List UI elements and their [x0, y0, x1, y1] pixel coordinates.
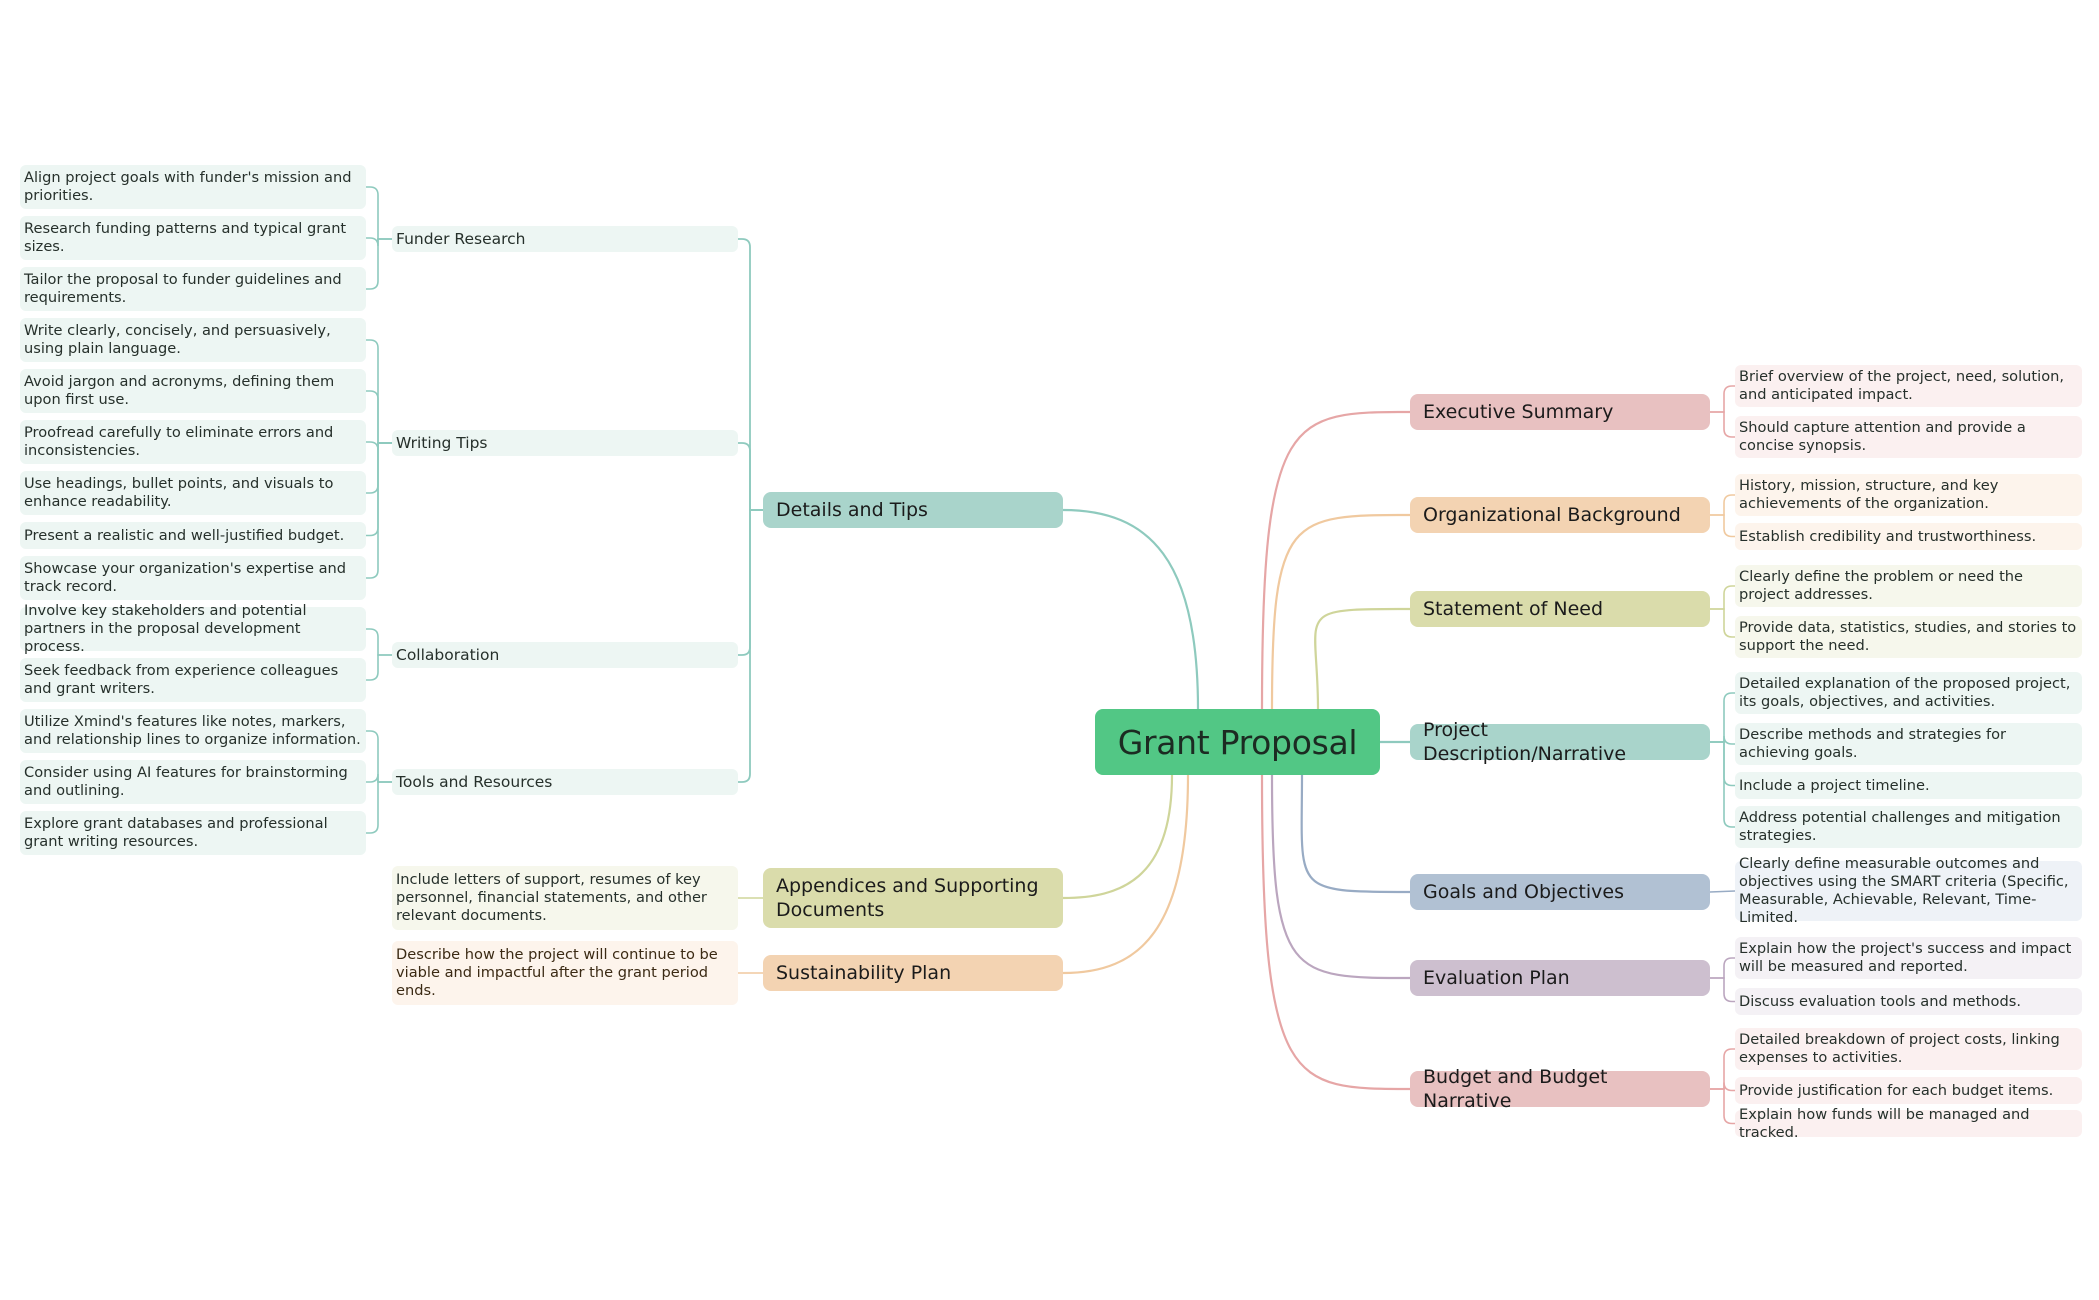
leaf-tools-1-link	[365, 730, 393, 783]
subtopic-need-2[interactable]: Provide data, statistics, studies, and s…	[1735, 616, 2082, 658]
subtopic-writing-tips[interactable]: Writing Tips	[392, 430, 738, 456]
leaf-writing-tips-6[interactable]: Showcase your organization's expertise a…	[20, 556, 366, 600]
topic-statement-of-need-link	[1314, 607, 1412, 711]
topic-goals-and-objectives-link	[1300, 773, 1412, 894]
leaf-collaboration-1-link	[365, 628, 393, 656]
central-topic[interactable]: Grant Proposal	[1095, 709, 1380, 775]
subtopic-project-3[interactable]: Include a project timeline.	[1735, 772, 2082, 799]
subtopic-tools-and-resources-link	[737, 509, 764, 783]
leaf-funder-research-1[interactable]: Align project goals with funder's missio…	[20, 165, 366, 209]
subtopic-funder-research-link	[737, 238, 764, 511]
subtopic-need-1[interactable]: Clearly define the problem or need the p…	[1735, 565, 2082, 607]
leaf-writing-tips-6-link	[365, 442, 393, 579]
leaf-writing-tips-3[interactable]: Proofread carefully to eliminate errors …	[20, 420, 366, 464]
leaf-writing-tips-4-link	[365, 442, 393, 494]
topic-details-and-tips[interactable]: Details and Tips	[763, 492, 1063, 528]
topic-budget-narrative-link	[1260, 773, 1412, 1091]
leaf-collaboration-2-link	[365, 654, 393, 681]
subtopic-project-2[interactable]: Describe methods and strategies for achi…	[1735, 723, 2082, 765]
leaf-collaboration-1[interactable]: Involve key stakeholders and potential p…	[20, 602, 366, 655]
subtopic-goals-1[interactable]: Clearly define measurable outcomes and o…	[1735, 855, 2082, 926]
subtopic-evaluation-2[interactable]: Discuss evaluation tools and methods.	[1735, 988, 2082, 1015]
leaf-writing-tips-4[interactable]: Use headings, bullet points, and visuals…	[20, 471, 366, 515]
subtopic-executive-summary-2[interactable]: Should capture attention and provide a c…	[1735, 416, 2082, 458]
subtopic-project-2-link	[1709, 735, 1736, 745]
leaf-funder-research-3-link	[365, 238, 393, 290]
subtopic-org-background-2-link	[1709, 514, 1736, 538]
subtopic-budget-1-link	[1709, 1048, 1736, 1090]
subtopic-project-1[interactable]: Detailed explanation of the proposed pro…	[1735, 672, 2082, 714]
subtopic-project-3-link	[1709, 741, 1736, 787]
leaf-writing-tips-5[interactable]: Present a realistic and well-justified b…	[20, 522, 366, 549]
topic-appendices[interactable]: Appendices and Supporting Documents	[763, 868, 1063, 928]
subtopic-executive-summary-1-link	[1709, 385, 1736, 413]
topic-statement-of-need[interactable]: Statement of Need	[1410, 591, 1710, 627]
subtopic-project-4[interactable]: Address potential challenges and mitigat…	[1735, 806, 2082, 848]
leaf-writing-tips-2-link	[365, 390, 393, 444]
leaf-writing-tips-2[interactable]: Avoid jargon and acronyms, defining them…	[20, 369, 366, 413]
topic-organizational-background[interactable]: Organizational Background	[1410, 497, 1710, 533]
topic-organizational-background-link	[1270, 513, 1412, 711]
subtopic-org-background-1[interactable]: History, mission, structure, and key ach…	[1735, 474, 2082, 516]
subtopic-funder-research[interactable]: Funder Research	[392, 226, 738, 252]
subtopic-writing-tips-link	[737, 442, 764, 511]
leaf-writing-tips-1[interactable]: Write clearly, concisely, and persuasive…	[20, 318, 366, 362]
leaf-writing-tips-5-link	[365, 442, 393, 537]
subtopic-collaboration[interactable]: Collaboration	[392, 642, 738, 668]
subtopic-executive-summary-1[interactable]: Brief overview of the project, need, sol…	[1735, 365, 2082, 407]
subtopic-executive-summary-2-link	[1709, 411, 1736, 438]
subtopic-budget-2[interactable]: Provide justification for each budget it…	[1735, 1077, 2082, 1104]
subtopic-budget-3-link	[1709, 1088, 1736, 1125]
leaf-tools-3-link	[365, 781, 393, 834]
subtopic-appendices-1[interactable]: Include letters of support, resumes of k…	[392, 866, 738, 930]
leaf-funder-research-3[interactable]: Tailor the proposal to funder guidelines…	[20, 267, 366, 311]
leaf-collaboration-2[interactable]: Seek feedback from experience colleagues…	[20, 658, 366, 702]
topic-evaluation-plan[interactable]: Evaluation Plan	[1410, 960, 1710, 996]
topic-budget-narrative[interactable]: Budget and Budget Narrative	[1410, 1066, 1710, 1112]
leaf-tools-2[interactable]: Consider using AI features for brainstor…	[20, 760, 366, 804]
subtopic-budget-1[interactable]: Detailed breakdown of project costs, lin…	[1735, 1028, 2082, 1070]
link-details-tips	[1061, 508, 1200, 711]
subtopic-evaluation-1-link	[1709, 957, 1736, 979]
subtopic-org-background-1-link	[1709, 494, 1736, 516]
subtopic-need-2-link	[1709, 608, 1736, 638]
subtopic-goals-1-link	[1709, 890, 1736, 893]
subtopic-sustainability-1[interactable]: Describe how the project will continue t…	[392, 941, 738, 1005]
topic-sustainability-plan[interactable]: Sustainability Plan	[763, 955, 1063, 991]
subtopic-evaluation-1[interactable]: Explain how the project's success and im…	[1735, 937, 2082, 979]
leaf-tools-3[interactable]: Explore grant databases and professional…	[20, 811, 366, 855]
subtopic-budget-3[interactable]: Explain how funds will be managed and tr…	[1735, 1106, 2082, 1141]
subtopic-project-1-link	[1709, 692, 1736, 743]
subtopic-need-1-link	[1709, 585, 1736, 610]
link-sustainability	[1061, 773, 1190, 975]
subtopic-budget-2-link	[1709, 1082, 1736, 1092]
topic-evaluation-plan-link	[1270, 773, 1412, 980]
subtopic-org-background-2[interactable]: Establish credibility and trustworthines…	[1735, 523, 2082, 550]
subtopic-project-4-link	[1709, 741, 1736, 828]
leaf-tools-2-link	[365, 773, 393, 783]
subtopic-tools-and-resources[interactable]: Tools and Resources	[392, 769, 738, 795]
subtopic-evaluation-2-link	[1709, 977, 1736, 1003]
leaf-funder-research-1-link	[365, 186, 393, 240]
topic-executive-summary[interactable]: Executive Summary	[1410, 394, 1710, 430]
topic-project-description[interactable]: Project Description/Narrative	[1410, 719, 1710, 765]
leaf-tools-1[interactable]: Utilize Xmind's features like notes, mar…	[20, 709, 366, 753]
topic-executive-summary-link	[1260, 410, 1412, 711]
link-appendices	[1061, 773, 1174, 900]
leaf-funder-research-2[interactable]: Research funding patterns and typical gr…	[20, 216, 366, 260]
topic-goals-and-objectives[interactable]: Goals and Objectives	[1410, 874, 1710, 910]
leaf-writing-tips-1-link	[365, 339, 393, 444]
